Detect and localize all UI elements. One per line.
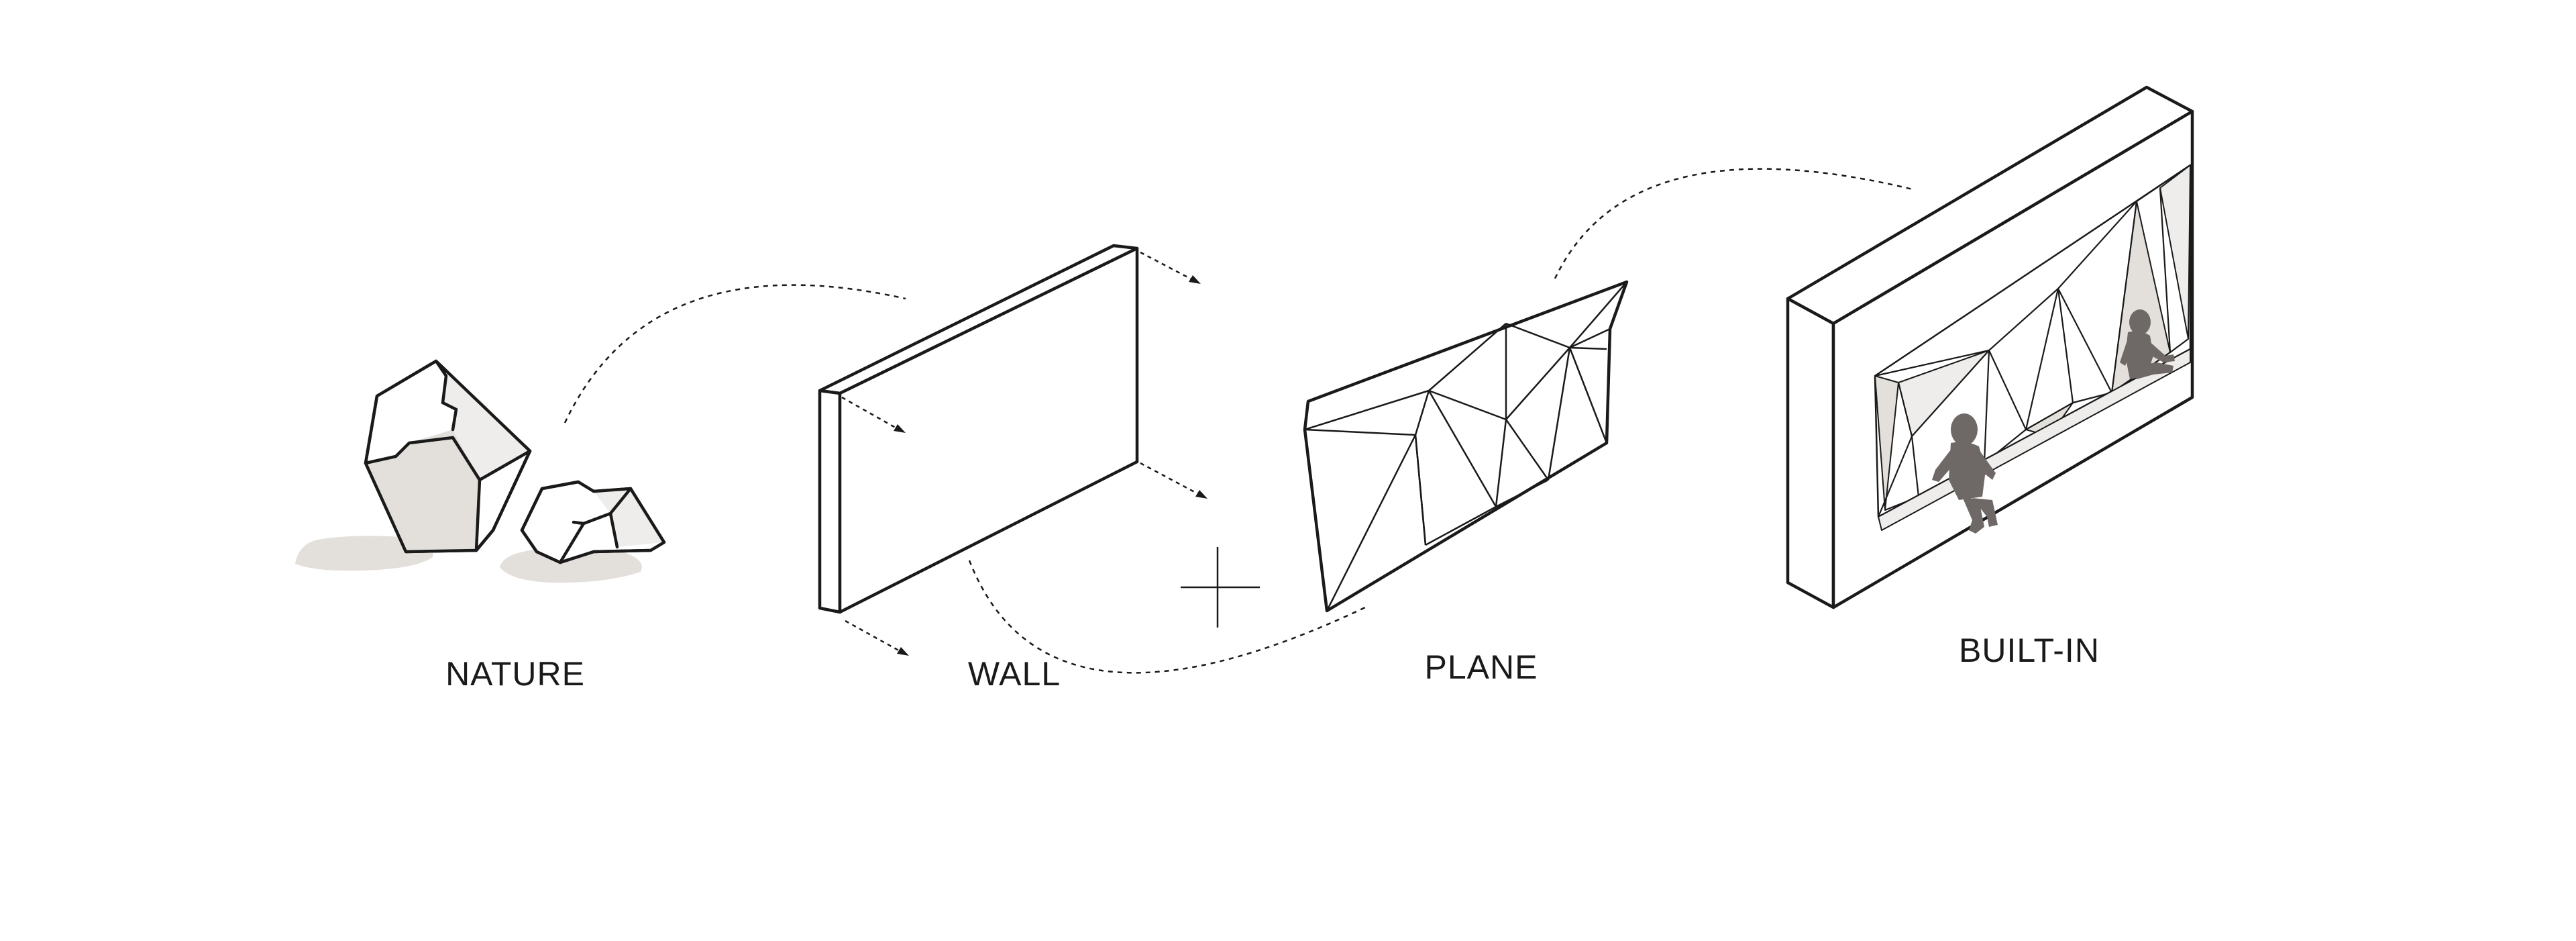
wall-arrows [841,251,1208,656]
triangulated-plane-icon [1303,280,1629,613]
arc-nature-wall [564,284,906,424]
stage-label-built-in: BUILT-IN [1959,632,2100,669]
arc-wall-plane [968,560,1366,674]
wall-slab-icon [818,244,1139,614]
stage-label-nature: NATURE [445,655,585,693]
person-silhouette-icon [1932,413,1998,534]
stage-label-plane: PLANE [1424,648,1538,686]
plus-icon [1181,547,1260,628]
arc-plane-builtin [1554,168,1916,279]
nature-rocks-icon [295,359,666,583]
person-silhouette-icon [2120,309,2175,379]
stage-label-wall: WALL [967,655,1061,693]
